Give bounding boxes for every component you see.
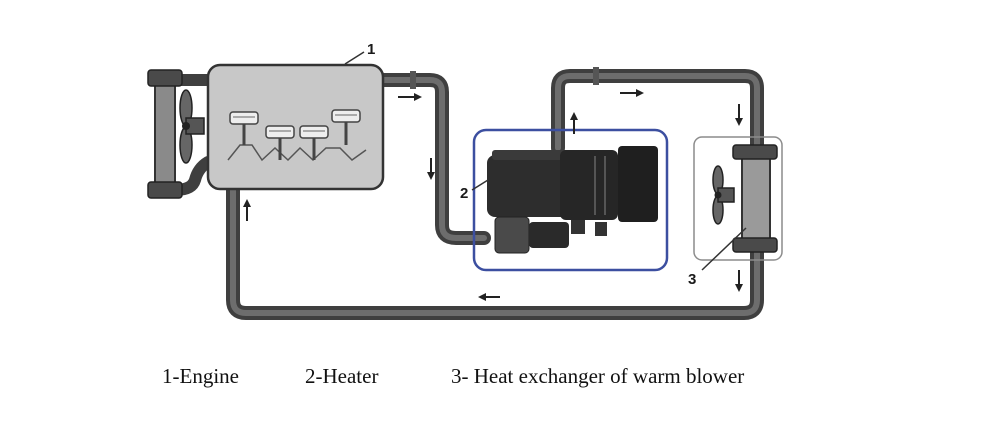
legend-engine: 1-Engine [162, 364, 239, 388]
engine-crankcase-outline [227, 144, 367, 162]
heater-pump [494, 216, 530, 254]
heater-callout-leader [471, 179, 489, 191]
legend-heater: 2-Heater [305, 364, 379, 388]
legend-exchanger: 3- Heat exchanger of warm blower [451, 364, 745, 388]
piston-icon [265, 125, 295, 160]
flow-arrow-icon [243, 199, 251, 221]
exchanger-enclosure [693, 136, 783, 261]
heat-exchanger: 3 [688, 136, 783, 288]
flow-arrow-icon [735, 104, 743, 126]
flow-arrows [243, 89, 743, 301]
flow-arrow-icon [620, 89, 644, 97]
heater-highlight-frame [472, 128, 669, 272]
piston-icon [229, 111, 259, 145]
radiator-fan-icon [179, 89, 205, 164]
piston-icon [331, 109, 361, 145]
engine: 1 [206, 41, 385, 191]
flow-arrow-icon [570, 112, 578, 134]
flow-arrow-icon [427, 158, 435, 180]
exchanger-core [741, 149, 771, 249]
heater: 2 [460, 128, 669, 272]
hose-clamp [410, 71, 416, 89]
radiator [147, 69, 205, 199]
heater-callout-label: 2 [460, 185, 468, 202]
hose-clamp [593, 67, 599, 85]
engine-block [206, 63, 385, 191]
blower-fan-icon [712, 165, 735, 225]
coolant-pipes [154, 67, 764, 320]
flow-arrow-icon [735, 270, 743, 292]
exchanger-callout-label: 3 [688, 271, 696, 288]
piston-icon [299, 125, 329, 160]
engine-callout-label: 1 [367, 41, 375, 58]
engine-callout-leader [344, 51, 365, 65]
flow-arrow-icon [398, 93, 422, 101]
exchanger-callout-leader [701, 227, 747, 271]
flow-arrow-icon [478, 293, 500, 301]
